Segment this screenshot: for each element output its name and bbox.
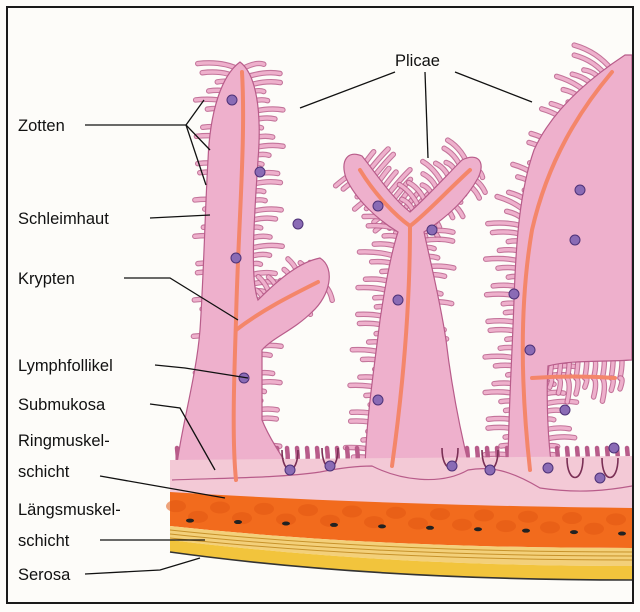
nucleus: [378, 524, 386, 528]
ring-muscle-fibre: [254, 503, 274, 515]
label-ringmuskelschicht-line1: Ringmuskel-: [18, 432, 110, 450]
nucleus: [186, 519, 194, 523]
lymph-follicle: [285, 465, 295, 475]
ring-muscle-fibre: [496, 520, 516, 532]
lymph-follicle: [393, 295, 403, 305]
label-serosa: Serosa: [18, 566, 71, 584]
nucleus: [522, 529, 530, 533]
villus-core: [550, 378, 552, 388]
lymph-follicle: [231, 253, 241, 263]
ring-muscle-fibre: [474, 509, 494, 521]
lymph-follicle: [560, 405, 570, 415]
ring-muscle-fibre: [562, 512, 582, 524]
ring-muscle-fibre: [386, 507, 406, 519]
label-plicae: Plicae: [395, 52, 440, 70]
ring-muscle-fibre: [518, 511, 538, 523]
ring-muscle-fibre: [430, 508, 450, 520]
lymph-follicle: [575, 185, 585, 195]
villus-core: [585, 378, 587, 387]
lymph-follicle: [595, 473, 605, 483]
ring-muscle-fibre: [408, 517, 428, 529]
lymph-follicle: [447, 461, 457, 471]
lymph-follicle: [293, 219, 303, 229]
lymph-follicle: [543, 463, 553, 473]
lymph-follicle: [373, 395, 383, 405]
ring-muscle-fibre: [540, 521, 560, 533]
ring-muscle-fibre: [452, 519, 472, 531]
lymph-follicle: [525, 345, 535, 355]
villus-core: [602, 378, 604, 401]
label-laengsmuskelschicht-line2: schicht: [18, 532, 70, 550]
lymph-follicle: [570, 235, 580, 245]
ring-muscle-fibre: [166, 500, 186, 512]
villus-core: [620, 378, 622, 389]
nucleus: [234, 520, 242, 524]
ring-muscle-fibre: [210, 502, 230, 514]
label-schleimhaut: Schleimhaut: [18, 210, 109, 228]
lymph-follicle: [609, 443, 619, 453]
lymph-follicle: [373, 201, 383, 211]
lymph-follicle: [427, 225, 437, 235]
nucleus: [618, 532, 626, 536]
lymph-follicle: [485, 465, 495, 475]
nucleus: [570, 530, 578, 534]
lymph-follicle: [325, 461, 335, 471]
villus-core: [576, 378, 578, 394]
nucleus: [282, 521, 290, 525]
villus-core: [594, 378, 596, 397]
ring-muscle-fibre: [298, 504, 318, 516]
ring-muscle-fibre: [342, 505, 362, 517]
label-zotten: Zotten: [18, 117, 65, 135]
villus-core: [567, 378, 569, 402]
label-lymphfollikel: Lymphfollikel: [18, 357, 113, 375]
label-submukosa: Submukosa: [18, 396, 106, 414]
label-krypten: Krypten: [18, 270, 75, 288]
ring-muscle-fibre: [584, 523, 604, 535]
lymph-follicle: [255, 167, 265, 177]
ring-muscle-fibre: [606, 513, 626, 525]
label-laengsmuskelschicht-line1: Längsmuskel-: [18, 501, 121, 519]
villus-core: [558, 378, 560, 393]
lymph-follicle: [509, 289, 519, 299]
nucleus: [330, 523, 338, 527]
nucleus: [426, 526, 434, 530]
label-ringmuskelschicht-line2: schicht: [18, 463, 70, 481]
nucleus: [474, 527, 482, 531]
lymph-follicle: [227, 95, 237, 105]
